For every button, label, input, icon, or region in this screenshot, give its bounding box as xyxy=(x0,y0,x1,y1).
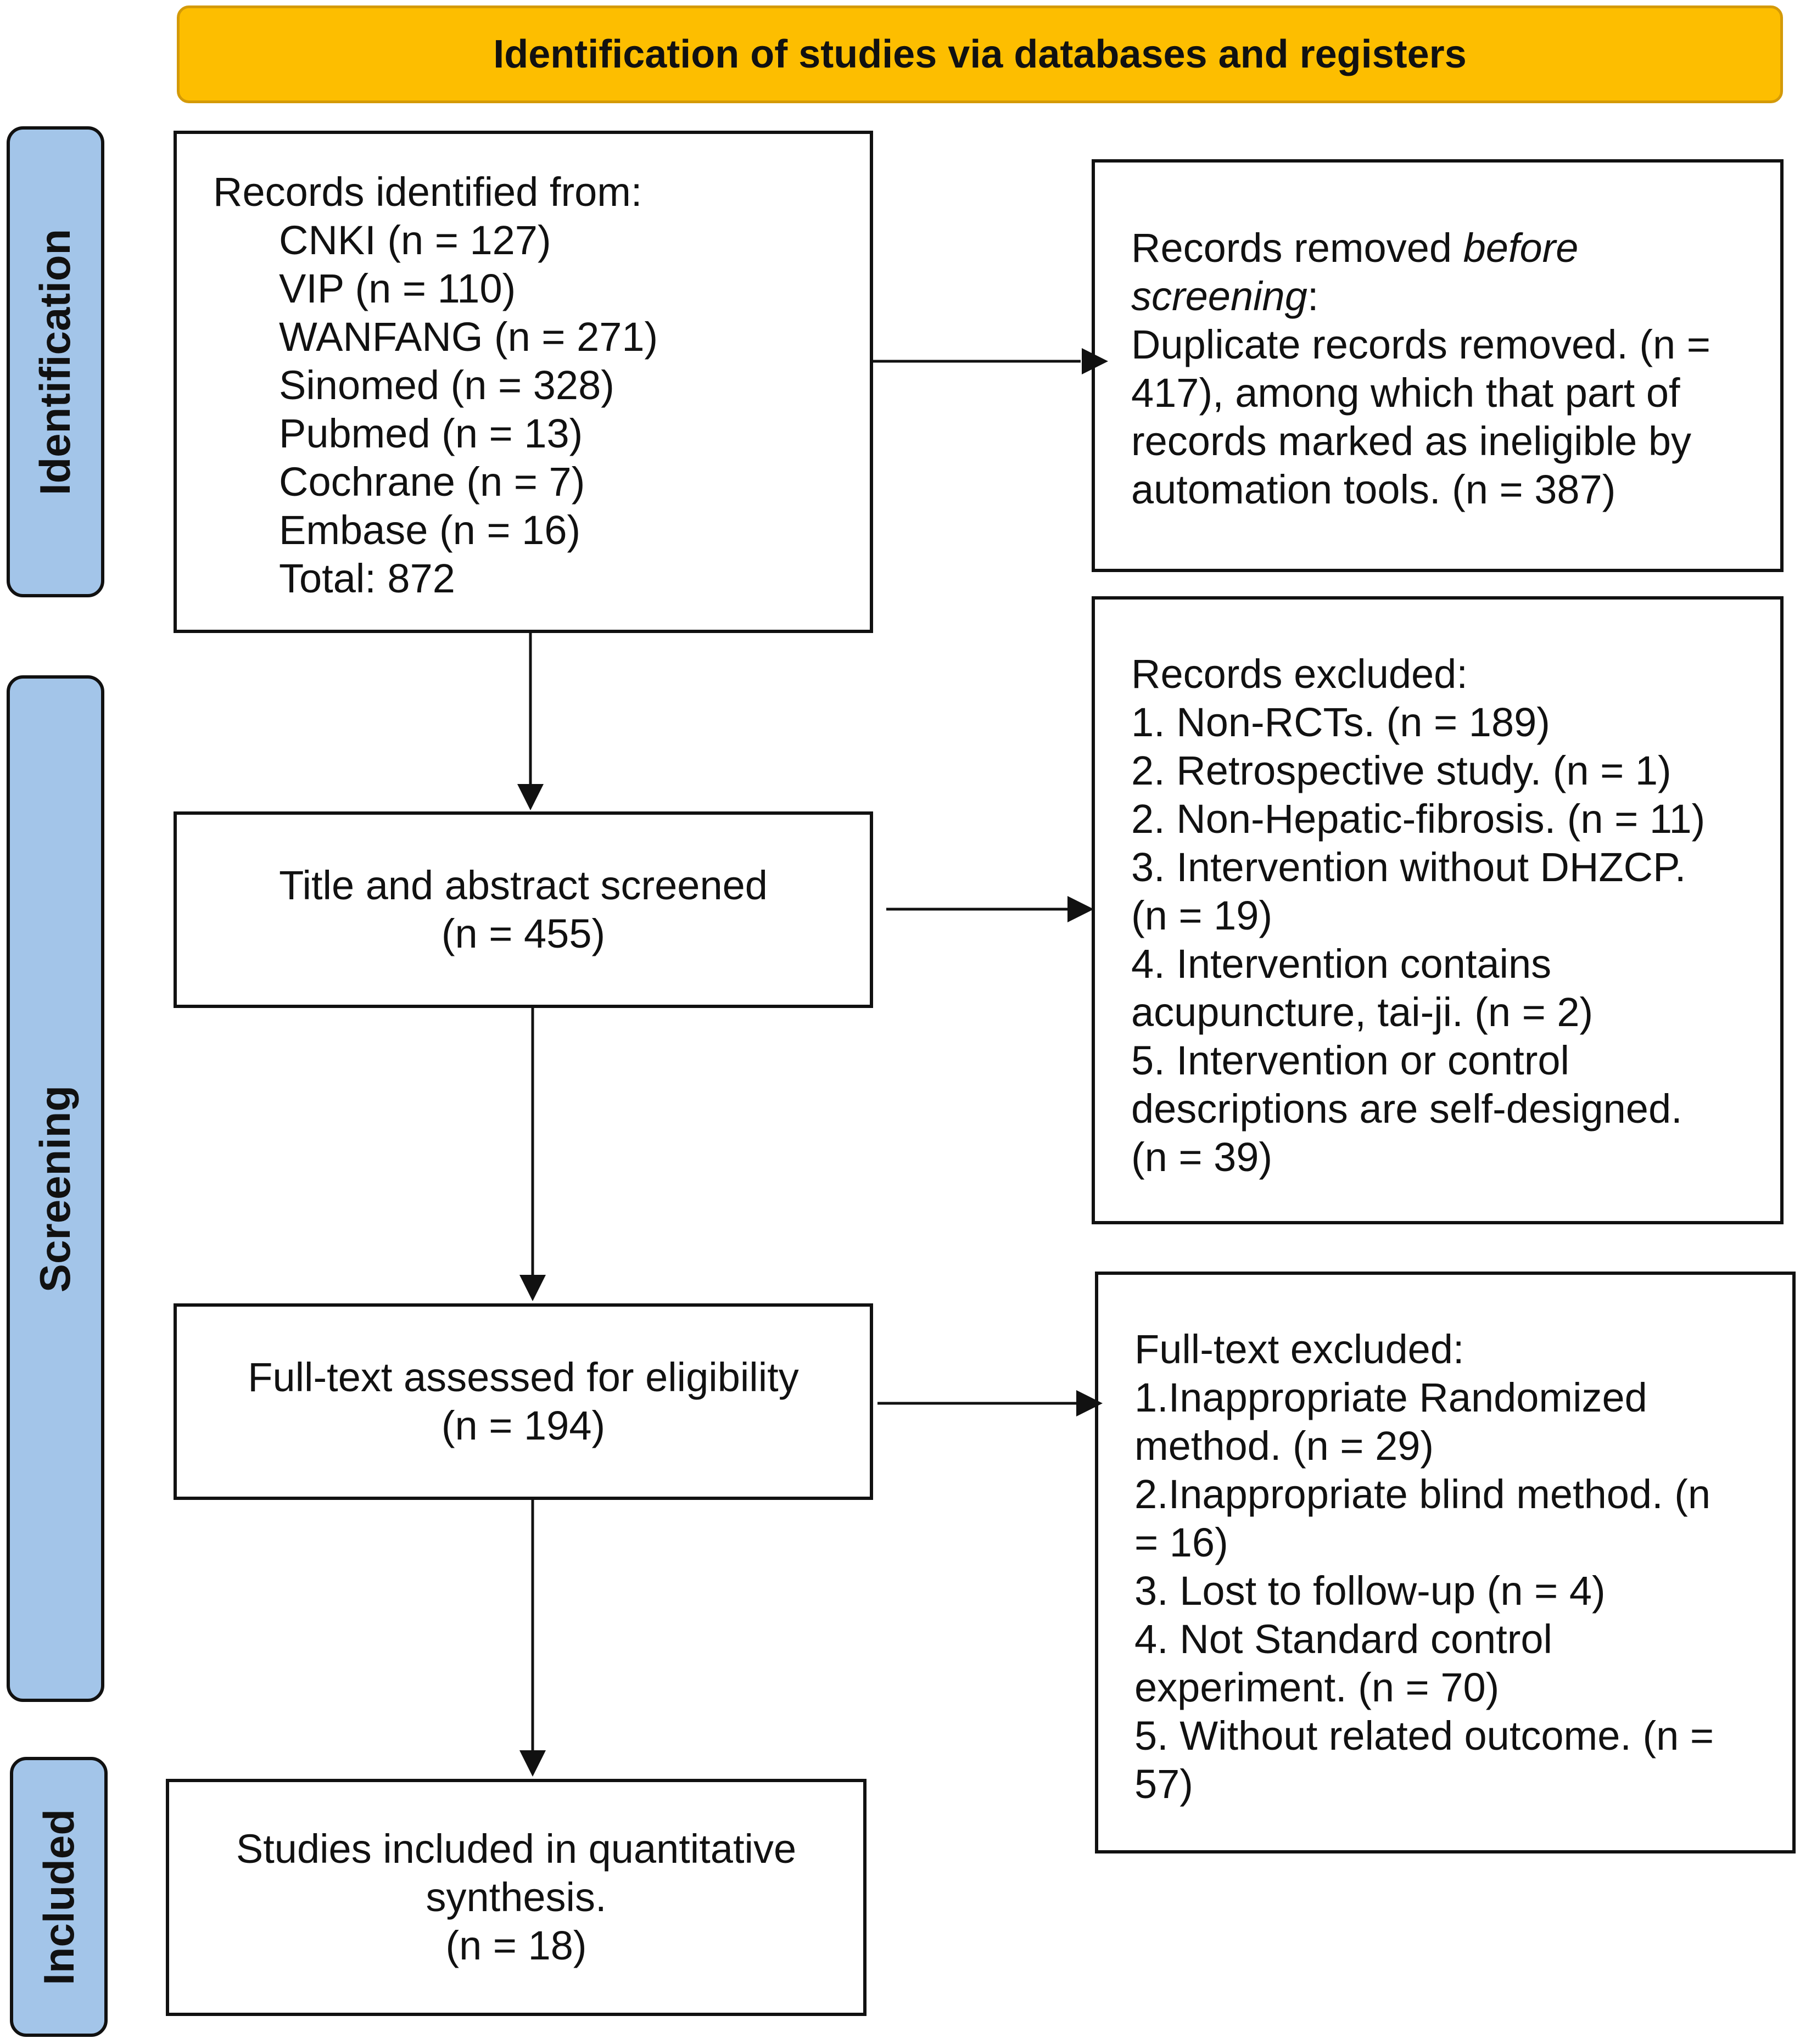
records-excluded-item: 3. Intervention without DHZCP. xyxy=(1131,844,1686,890)
banner-title: Identification of studies via databases … xyxy=(493,32,1467,76)
records-excluded-box: Records excluded: 1. Non-RCTs. (n = 189)… xyxy=(1092,596,1784,1224)
included-box: Studies included in quantitative synthes… xyxy=(166,1779,867,2016)
full-text-label: Full-text assessed for eligibility xyxy=(248,1354,799,1400)
title-abstract-count: (n = 455) xyxy=(441,911,606,956)
full-text-excluded-box: Full-text excluded: 1.Inappropriate Rand… xyxy=(1095,1272,1796,1853)
full-text-excluded-item: = 16) xyxy=(1134,1520,1228,1565)
records-excluded-heading: Records excluded: xyxy=(1131,651,1468,697)
records-removed-heading: Records removed before xyxy=(1131,225,1579,271)
arrowhead-removed xyxy=(1082,348,1108,374)
arrowhead-fulltext xyxy=(519,1275,546,1301)
full-text-excluded-item: 1.Inappropriate Randomized xyxy=(1134,1375,1647,1420)
full-text-excluded-item: experiment. (n = 70) xyxy=(1134,1665,1500,1710)
arrowhead-fulltext-excluded xyxy=(1076,1390,1103,1416)
records-excluded-item: acupuncture, tai-ji. (n = 2) xyxy=(1131,989,1594,1035)
records-total: Total: 872 xyxy=(279,556,455,601)
records-removed-line4: automation tools. (n = 387) xyxy=(1131,467,1616,512)
records-removed-line3: records marked as ineligible by xyxy=(1131,418,1692,464)
full-text-excluded-item: method. (n = 29) xyxy=(1134,1423,1434,1469)
records-removed-line2: 417), among which that part of xyxy=(1131,370,1680,416)
title-abstract-label: Title and abstract screened xyxy=(279,863,768,908)
records-excluded-item: 2. Retrospective study. (n = 1) xyxy=(1131,748,1672,793)
full-text-excluded-heading: Full-text excluded: xyxy=(1134,1326,1464,1372)
phase-screening: Screening xyxy=(7,675,104,1702)
title-abstract-box: Title and abstract screened (n = 455) xyxy=(174,811,873,1008)
records-excluded-item: 4. Intervention contains xyxy=(1131,941,1552,987)
records-excluded-item: 2. Non-Hepatic-fibrosis. (n = 11) xyxy=(1131,796,1706,842)
source-embase: Embase (n = 16) xyxy=(279,507,581,553)
records-identified-box: Records identified from: CNKI (n = 127) … xyxy=(174,131,873,633)
arrowhead-title xyxy=(517,784,544,810)
source-cnki: CNKI (n = 127) xyxy=(279,217,551,263)
records-excluded-item: 1. Non-RCTs. (n = 189) xyxy=(1131,699,1550,745)
records-excluded-item: (n = 19) xyxy=(1131,893,1273,938)
header-banner: Identification of studies via databases … xyxy=(177,5,1783,103)
full-text-excluded-item: 5. Without related outcome. (n = xyxy=(1134,1713,1714,1759)
records-identified-heading: Records identified from: xyxy=(213,169,642,215)
records-removed-heading-cont: screening: xyxy=(1131,273,1319,319)
included-label-cont: synthesis. xyxy=(426,1874,607,1920)
records-excluded-item: 5. Intervention or control xyxy=(1131,1038,1569,1083)
full-text-excluded-item: 3. Lost to follow-up (n = 4) xyxy=(1134,1568,1606,1614)
full-text-excluded-item: 2.Inappropriate blind method. (n xyxy=(1134,1471,1711,1517)
arrowhead-included xyxy=(519,1750,546,1777)
records-removed-box: Records removed before screening: Duplic… xyxy=(1092,159,1784,572)
full-text-count: (n = 194) xyxy=(441,1403,606,1448)
full-text-box: Full-text assessed for eligibility (n = … xyxy=(174,1303,873,1500)
records-excluded-item: (n = 39) xyxy=(1131,1134,1273,1180)
source-cochrane: Cochrane (n = 7) xyxy=(279,459,585,505)
full-text-excluded-item: 4. Not Standard control xyxy=(1134,1616,1552,1662)
full-text-excluded-item: 57) xyxy=(1134,1761,1193,1807)
source-sinomed: Sinomed (n = 328) xyxy=(279,362,614,408)
included-count: (n = 18) xyxy=(445,1923,587,1968)
arrowhead-excluded xyxy=(1067,896,1094,922)
source-wanfang: WANFANG (n = 271) xyxy=(279,314,658,360)
included-label: Studies included in quantitative xyxy=(236,1826,797,1872)
records-excluded-item: descriptions are self-designed. xyxy=(1131,1086,1682,1132)
source-vip: VIP (n = 110) xyxy=(279,266,516,311)
source-pubmed: Pubmed (n = 13) xyxy=(279,411,583,456)
phase-included: Included xyxy=(10,1757,108,2037)
phase-identification: Identification xyxy=(7,126,104,597)
records-removed-line1: Duplicate records removed. (n = xyxy=(1131,322,1710,367)
